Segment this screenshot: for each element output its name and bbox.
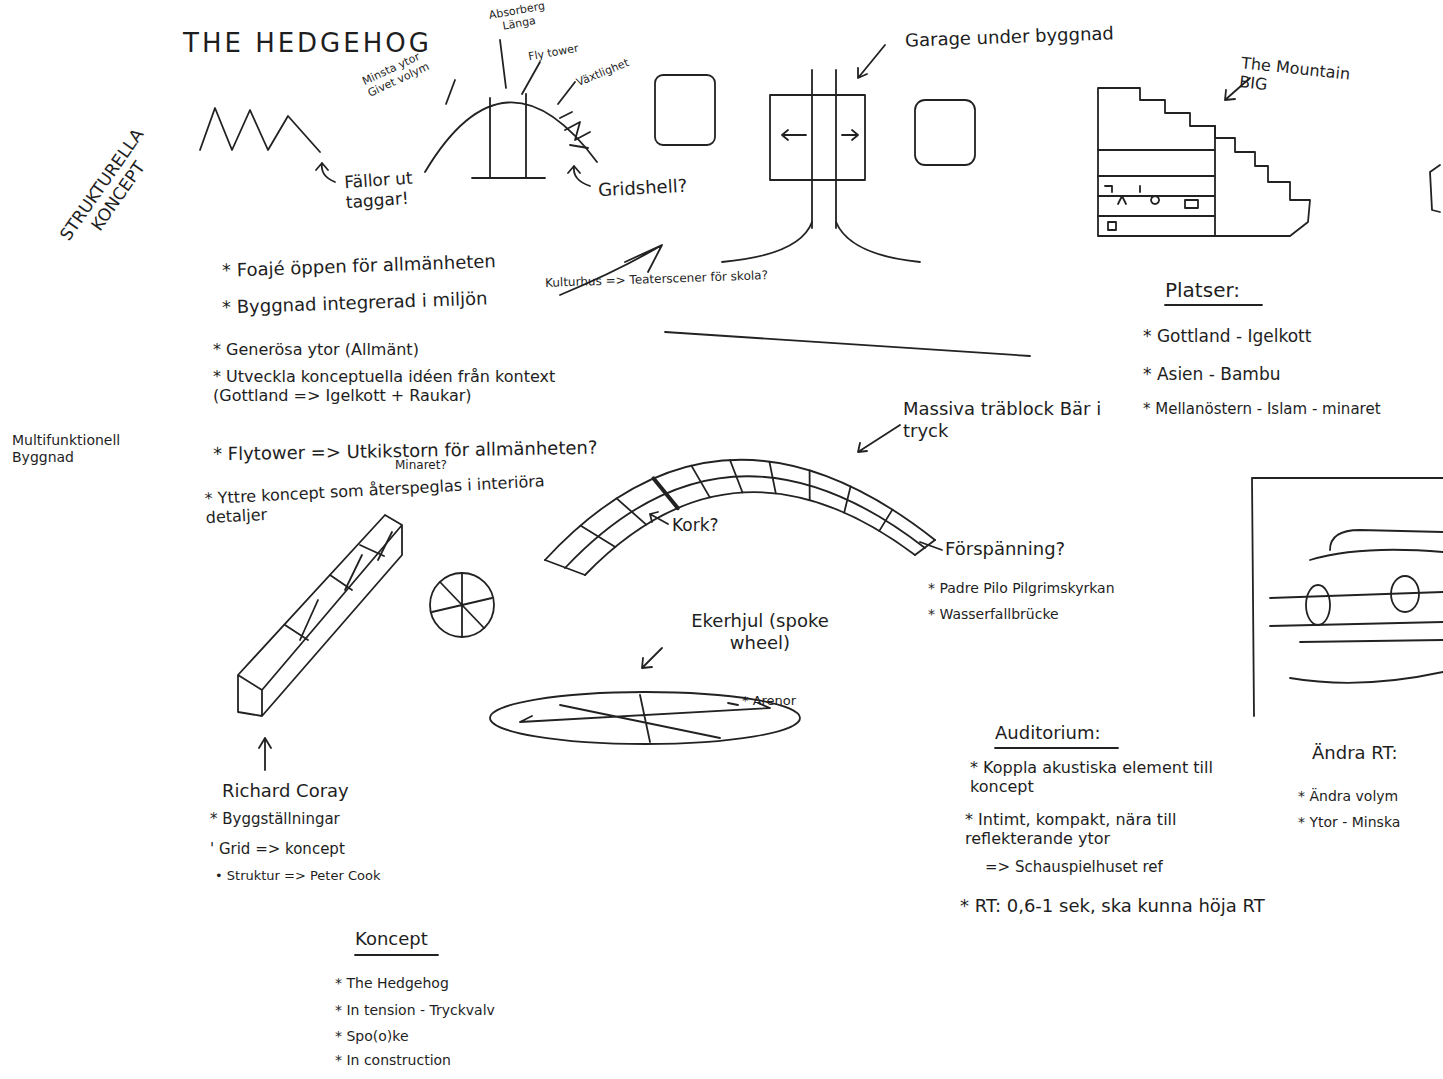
sketch-note: Minaret? <box>395 458 447 472</box>
underline <box>1165 304 1262 306</box>
sketch-note: Kork? <box>672 515 719 535</box>
sketch-square <box>655 75 715 145</box>
leader-arrow <box>316 163 335 182</box>
sketch-square <box>915 100 975 165</box>
figure-sketch <box>1105 186 1198 230</box>
beam-sketch <box>238 515 402 716</box>
sketch-note: Auditorium: <box>995 722 1101 744</box>
sketch-note: => Schauspielhuset ref <box>985 858 1163 876</box>
sketch-note: * Byggnad integrerad i miljön <box>222 287 488 318</box>
mountain-sketch <box>1098 126 1215 236</box>
sketch-note: Ändra RT: <box>1312 742 1398 764</box>
sketch-note: * Ändra volym <box>1298 788 1398 805</box>
sketch-note: • Struktur => Peter Cook <box>215 868 380 884</box>
sketch-note: * Utveckla konceptuella idéen från konte… <box>213 367 593 405</box>
sketch-note: The Mountain BIG <box>1238 53 1371 105</box>
leader-arrow <box>568 166 590 186</box>
arch-sketch <box>545 460 935 575</box>
sketch-note: Richard Coray <box>222 780 349 802</box>
mountain-sketch <box>1098 88 1310 236</box>
fly-tower-sketch <box>472 94 545 178</box>
sketch-note: * In construction <box>335 1052 451 1069</box>
underline <box>995 747 1118 749</box>
divider-line <box>665 332 1030 356</box>
leader-arrow <box>858 425 900 452</box>
underline <box>355 954 438 956</box>
arena-sketch <box>520 695 770 742</box>
arch-sketch <box>545 460 935 575</box>
sketch-note: Fällor ut taggar! <box>344 164 467 213</box>
sketch-note: Koncept <box>355 928 428 950</box>
auditorium-sketch <box>1391 576 1419 612</box>
auditorium-sketch <box>1306 585 1330 625</box>
sketch-note: Växtlighet <box>575 56 631 89</box>
auditorium-sketch <box>1252 478 1443 716</box>
sketch-note: Gridshell? <box>597 175 687 201</box>
leader-arrow <box>920 542 942 550</box>
tower-sketch <box>770 95 865 180</box>
beam-sketch <box>285 532 392 640</box>
tower-sketch <box>782 130 858 140</box>
sketch-note: * Yttre koncept som återspeglas i interi… <box>204 471 556 528</box>
sketch-note: Platser: <box>1165 278 1240 302</box>
sketch-note: * Spo(o)ke <box>335 1028 409 1045</box>
sketch-note: ' Grid => koncept <box>210 840 345 858</box>
sketch-note: * Wasserfallbrücke <box>928 606 1059 623</box>
sketch-note: * Intimt, kompakt, nära till reflekteran… <box>965 810 1285 848</box>
sketch-note: * Mellanöstern - Islam - minaret <box>1143 400 1381 418</box>
auditorium-sketch <box>1270 530 1443 683</box>
sketch-note: * RT: 0,6-1 sek, ska kunna höja RT <box>960 895 1320 917</box>
arena-sketch <box>490 692 800 744</box>
leader-arrow <box>728 703 738 705</box>
sketch-note: * Gottland - Igelkott <box>1143 326 1311 346</box>
leader-arrow <box>259 738 271 770</box>
sketch-title: THE HEDGEHOG <box>183 28 432 59</box>
spike-sketch <box>200 108 320 152</box>
sketch-note: * Foajé öppen för allmänheten <box>222 250 496 281</box>
sketch-note: Förspänning? <box>945 538 1065 560</box>
plant-sketch <box>560 112 590 148</box>
leader-arrow <box>650 512 668 524</box>
tower-base <box>722 222 920 262</box>
sketch-note: Kulturhus => Teaterscener för skola? <box>545 268 768 290</box>
sketch-note: * Byggställningar <box>210 810 340 828</box>
sketch-note: * Koppla akustiska element till koncept <box>970 758 1240 796</box>
sketch-note: * Padre Pilo Pilgrimskyrkan <box>928 580 1115 597</box>
sketch-note: Multifunktionell Byggnad <box>12 432 177 466</box>
sketch-note: Garage under byggnad <box>905 22 1115 51</box>
tower-sketch <box>812 70 836 228</box>
sketch-note: * In tension - Tryckvalv <box>335 1002 495 1019</box>
sketch-note: * Generösa ytor (Allmänt) <box>213 340 419 359</box>
dome-sketch <box>425 102 597 172</box>
sketch-note: * The Hedgehog <box>335 975 449 992</box>
wheel-sketch <box>430 573 494 637</box>
sketch-note: Ekerhjul (spoke wheel) <box>670 610 850 653</box>
leader-arrow <box>642 648 662 668</box>
wheel-sketch <box>432 573 492 637</box>
sketch-note: Absorberg Länga <box>476 0 559 37</box>
sketch-note: * Arenor <box>742 693 796 709</box>
leader-arrow <box>858 45 885 78</box>
sketch-note: STRUKTURELLA KONCEPT <box>47 113 172 267</box>
sketch-bracket <box>1430 165 1440 212</box>
sketch-note: * Ytor - Minska <box>1298 814 1400 831</box>
sketch-note: Fly tower <box>527 42 579 64</box>
arch-joint <box>654 478 678 508</box>
sketch-note: * Asien - Bambu <box>1143 364 1281 384</box>
sketch-note: Massiva träblock Bär i tryck <box>903 398 1103 441</box>
